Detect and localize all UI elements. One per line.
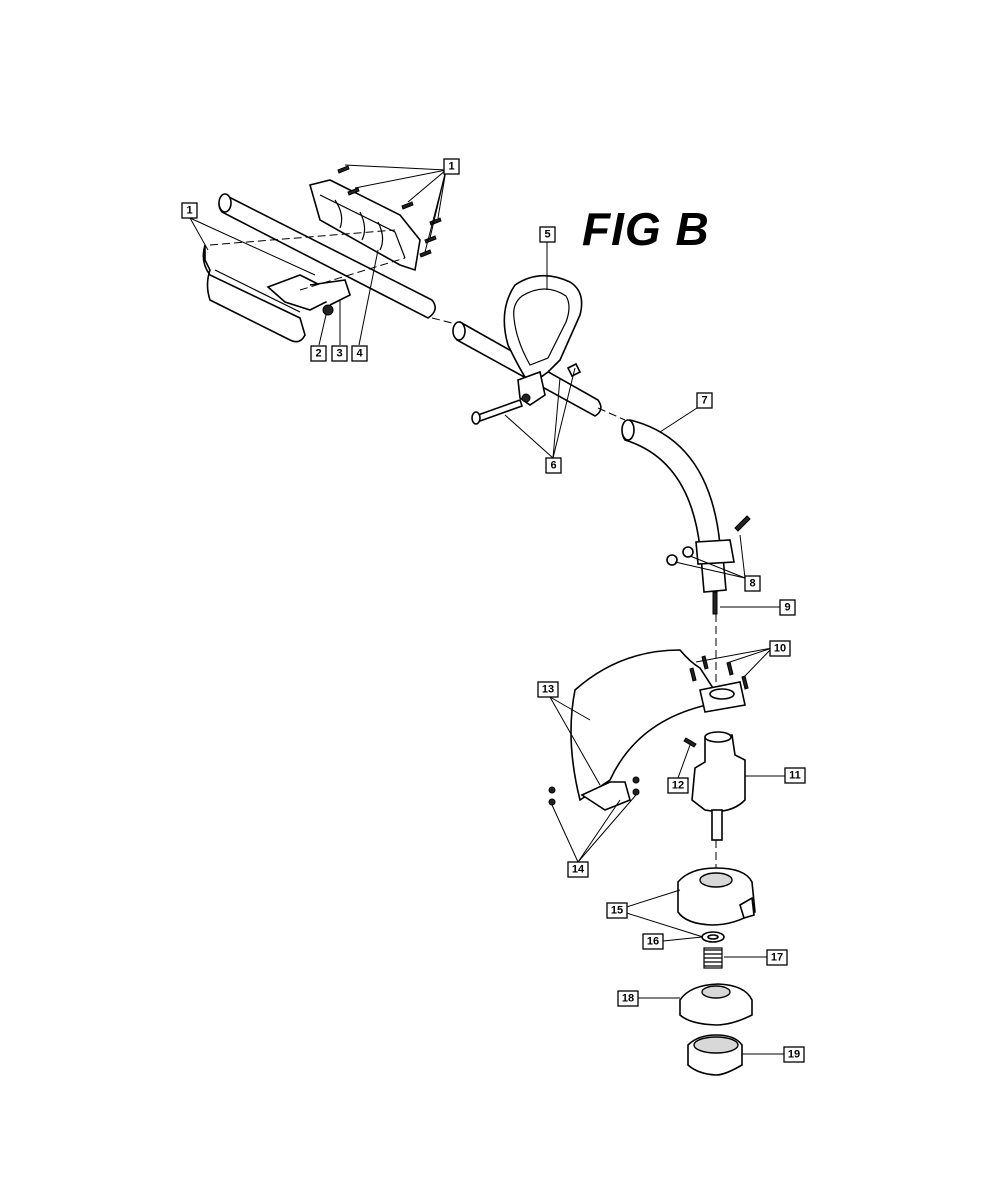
svg-text:4: 4 (356, 348, 363, 360)
svg-text:16: 16 (647, 936, 659, 948)
callout-13: 13 (537, 681, 559, 698)
callout-16: 16 (642, 933, 664, 950)
callout-4: 4 (351, 345, 368, 362)
callout-14: 14 (567, 861, 589, 878)
handle-bolt (471, 398, 524, 425)
svg-text:10: 10 (774, 643, 786, 655)
callout-2: 2 (310, 345, 327, 362)
svg-text:14: 14 (572, 864, 585, 876)
svg-text:9: 9 (784, 602, 790, 614)
svg-text:17: 17 (771, 952, 783, 964)
svg-text:5: 5 (544, 229, 550, 241)
svg-text:12: 12 (672, 780, 684, 792)
spring (703, 947, 723, 969)
callout-8: 8 (744, 575, 761, 592)
callout-7: 7 (696, 392, 713, 409)
callout-12: 12 (667, 777, 689, 794)
handle-housing-right (309, 179, 421, 272)
lower-curved-shaft (621, 419, 727, 593)
spool (679, 983, 753, 1026)
figure-title: FIG B (582, 203, 710, 255)
bump-knob (687, 1034, 743, 1076)
svg-text:7: 7 (701, 395, 707, 407)
guard-screws (689, 655, 749, 690)
callout-18: 18 (617, 990, 639, 1007)
callout-1b: 1 (181, 202, 198, 219)
head-screw (683, 737, 697, 748)
callout-9: 9 (779, 599, 796, 616)
callout-15: 15 (606, 902, 628, 919)
callout-10: 10 (769, 640, 791, 657)
housing-screws (337, 165, 442, 258)
svg-text:19: 19 (788, 1049, 800, 1061)
svg-text:18: 18 (622, 993, 634, 1005)
svg-text:13: 13 (542, 684, 554, 696)
callout-3: 3 (331, 345, 348, 362)
callout-5: 5 (539, 226, 556, 243)
svg-text:8: 8 (749, 578, 755, 590)
drive-shaft-end (712, 591, 718, 615)
svg-text:11: 11 (789, 770, 801, 782)
svg-text:15: 15 (611, 905, 623, 917)
spool-housing (677, 867, 756, 926)
svg-text:3: 3 (336, 348, 342, 360)
callout-19: 19 (783, 1046, 805, 1063)
svg-text:2: 2 (315, 348, 321, 360)
svg-text:1: 1 (186, 205, 192, 217)
callout-1a: 1 (443, 158, 460, 175)
shaft-clamp (666, 515, 751, 566)
nut-icon (322, 304, 334, 316)
leader-lines (189, 164, 785, 1055)
callout-17: 17 (766, 949, 788, 966)
callout-11: 11 (784, 767, 806, 784)
svg-text:6: 6 (550, 460, 556, 472)
handle-housing-left (202, 244, 351, 343)
upper-shaft (218, 193, 436, 319)
guard-bracket (699, 681, 746, 713)
gear-head (691, 731, 746, 841)
washer (701, 931, 725, 943)
callout-6: 6 (545, 457, 562, 474)
svg-text:1: 1 (448, 161, 454, 173)
d-handle (503, 274, 583, 406)
